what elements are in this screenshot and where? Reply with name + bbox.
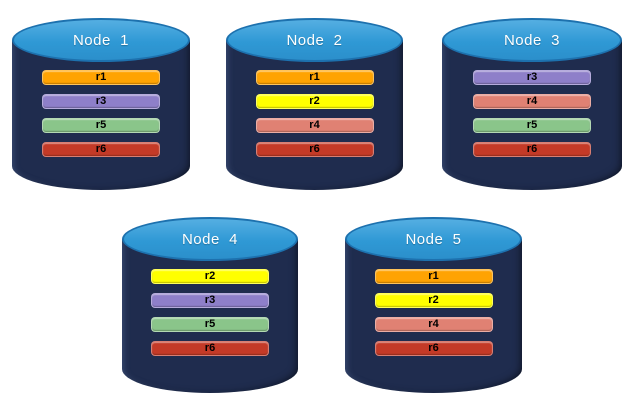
replica-bar-r3: r3 (473, 70, 591, 85)
node-1-cylinder: Node 1 r1 r3 r5 r6 (12, 18, 190, 190)
replica-bar-r6: r6 (42, 142, 160, 157)
replica-bar-r6: r6 (473, 142, 591, 157)
replica-bar-r3: r3 (42, 94, 160, 109)
replica-label: r4 (309, 119, 320, 131)
cylinder-body (12, 40, 190, 190)
replica-bar-r4: r4 (473, 94, 591, 109)
replica-bar-r6: r6 (255, 142, 374, 157)
replica-bar-r2: r2 (374, 293, 493, 308)
replica-bar-r5: r5 (473, 118, 591, 133)
node-4-cylinder: Node 4 r2 r3 r5 r6 (122, 217, 298, 393)
replica-bar-r5: r5 (151, 317, 269, 332)
replica-bar-r6: r6 (374, 341, 493, 356)
replica-list: r2 r3 r5 r6 (151, 269, 269, 356)
replica-label: r5 (204, 318, 216, 330)
node-3-cylinder: Node 3 r3 r4 r5 r6 (442, 18, 622, 190)
replica-list: r1 r2 r4 r6 (374, 269, 493, 356)
replica-label: r5 (95, 119, 107, 131)
replica-label: r2 (309, 95, 320, 107)
replica-bar-r5: r5 (42, 118, 160, 133)
replica-label: r6 (95, 143, 107, 155)
replica-bar-r2: r2 (151, 269, 269, 284)
node-title: Node 3 (503, 31, 561, 49)
replica-bar-r2: r2 (255, 94, 374, 109)
replica-label: r3 (204, 294, 216, 306)
cylinder-top-ellipse: Node 2 (226, 18, 403, 62)
replica-label: r1 (309, 71, 320, 83)
replica-label: r6 (309, 143, 320, 155)
replica-label: r3 (526, 71, 538, 83)
node-title: Node 4 (181, 230, 239, 248)
replica-label: r5 (526, 119, 538, 131)
node-5-cylinder: Node 5 r1 r2 r4 r6 (345, 217, 522, 393)
cylinder-top-ellipse: Node 1 (12, 18, 190, 62)
cylinder-body (442, 40, 622, 190)
replica-label: r6 (526, 143, 538, 155)
replica-bar-r3: r3 (151, 293, 269, 308)
replica-bar-r4: r4 (374, 317, 493, 332)
replica-bar-r4: r4 (255, 118, 374, 133)
node-title: Node 5 (405, 230, 462, 248)
node-title: Node 2 (286, 31, 343, 49)
replica-bar-r1: r1 (374, 269, 493, 284)
cylinder-body (226, 40, 403, 190)
replica-label: r1 (428, 270, 439, 282)
replica-label: r2 (204, 270, 216, 282)
replica-label: r6 (428, 342, 439, 354)
cylinder-top-ellipse: Node 4 (122, 217, 298, 261)
replica-bar-r6: r6 (151, 341, 269, 356)
cylinder-body (345, 239, 522, 393)
replica-list: r1 r3 r5 r6 (42, 70, 160, 157)
cylinder-body (122, 239, 298, 393)
replica-list: r1 r2 r4 r6 (255, 70, 374, 157)
cylinder-top-ellipse: Node 3 (442, 18, 622, 62)
replica-bar-r1: r1 (255, 70, 374, 85)
node-2-cylinder: Node 2 r1 r2 r4 r6 (226, 18, 403, 190)
replica-list: r3 r4 r5 r6 (473, 70, 591, 157)
replica-bar-r1: r1 (42, 70, 160, 85)
replica-label: r2 (428, 294, 439, 306)
node-title: Node 1 (72, 31, 130, 49)
replica-label: r4 (428, 318, 439, 330)
replica-label: r3 (95, 95, 107, 107)
cylinder-top-ellipse: Node 5 (345, 217, 522, 261)
replica-label: r6 (204, 342, 216, 354)
replica-label: r4 (526, 95, 538, 107)
replica-label: r1 (95, 71, 107, 83)
